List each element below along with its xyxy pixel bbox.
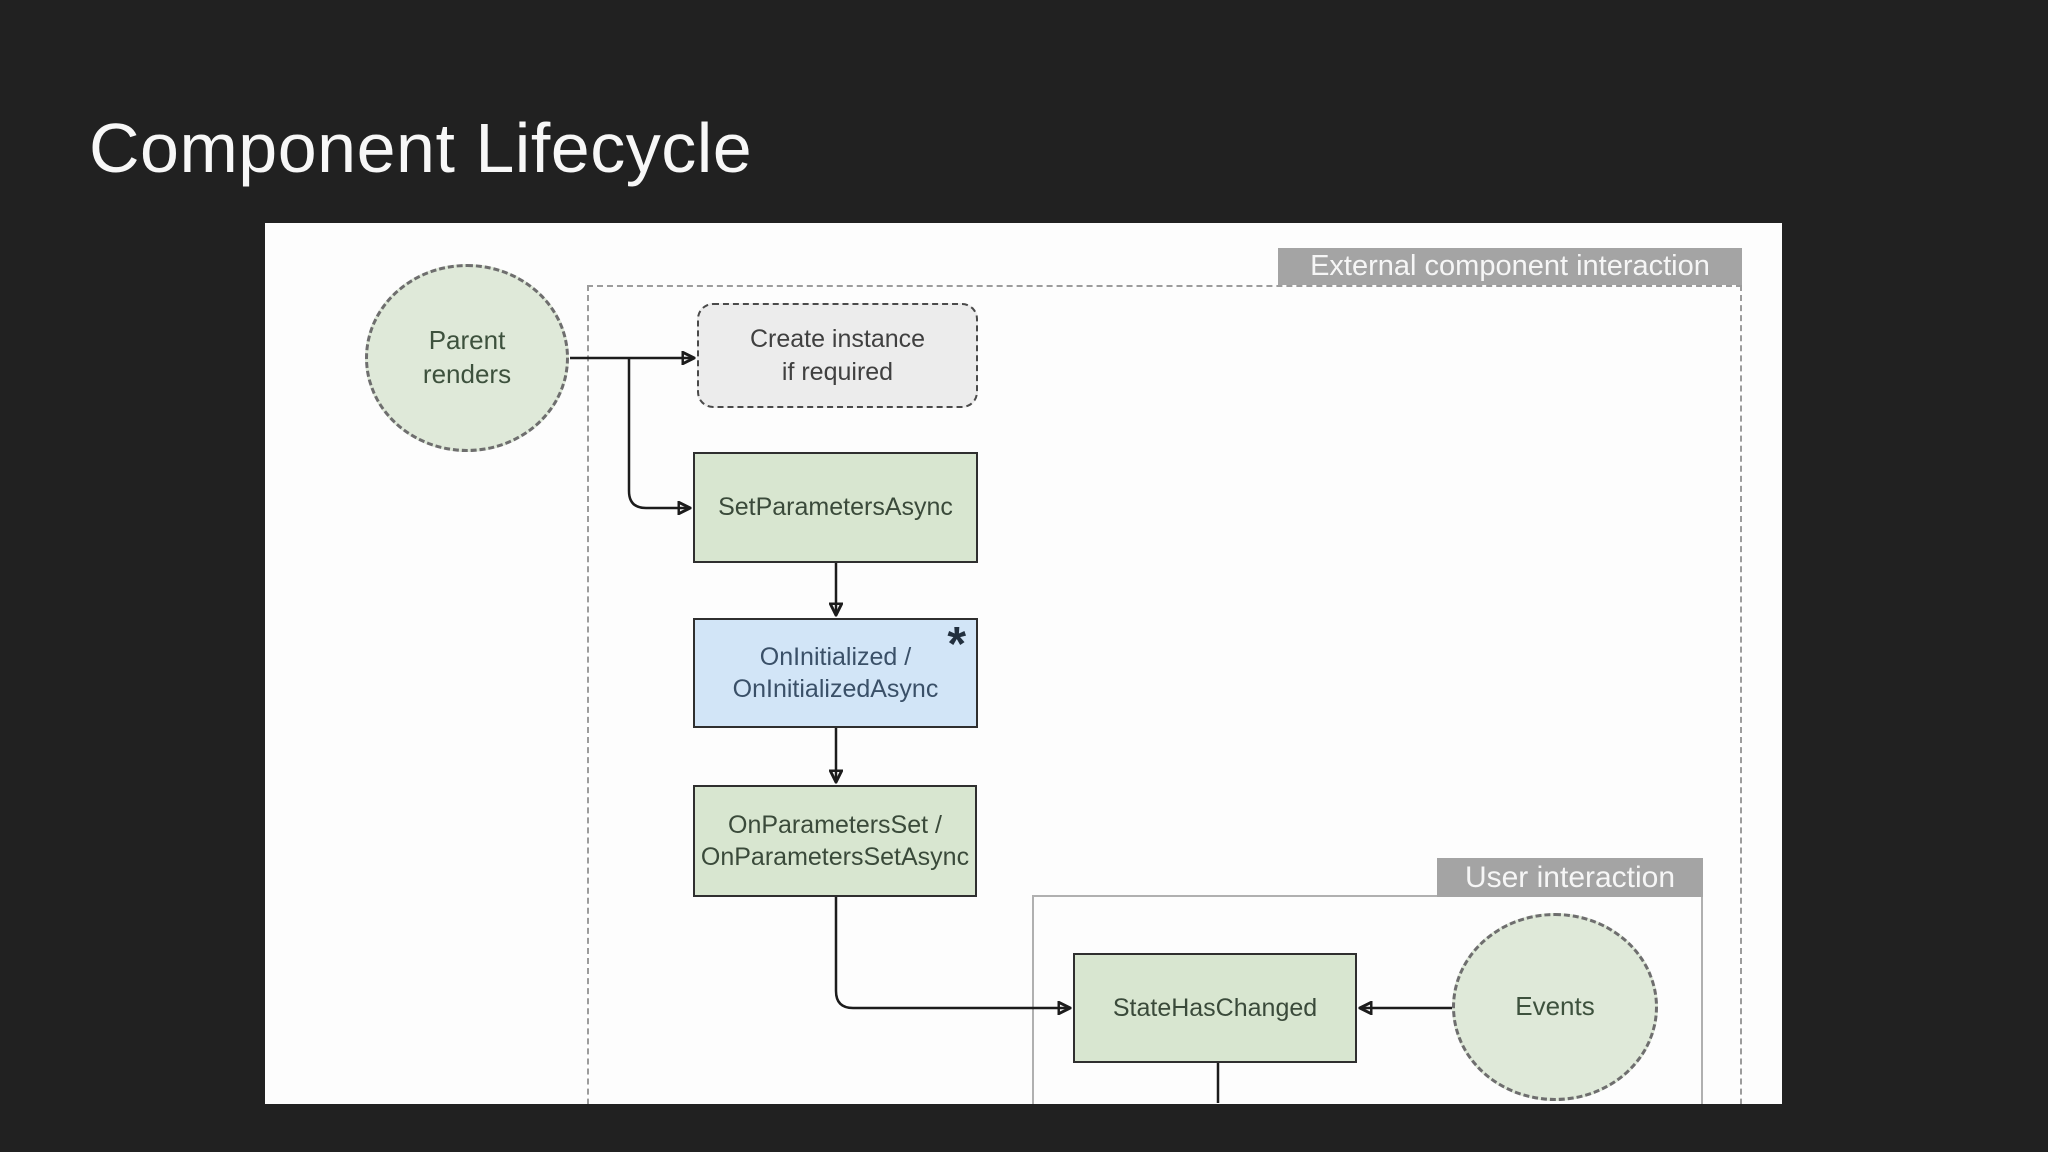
node-label-line: OnInitializedAsync [732,675,939,703]
diagram-canvas: External component interaction User inte… [265,223,1782,1104]
user-interaction-label: User interaction [1437,858,1703,897]
node-label-line: OnParametersSet / [728,810,942,839]
node-create-instance: Create instance if required [697,303,978,408]
node-label-line: SetParametersAsync [718,493,953,522]
node-on-parameters-set: OnParametersSet / OnParametersSetAsync [693,785,977,897]
node-set-parameters-async: SetParametersAsync [693,452,978,563]
node-label-line: Events [1515,991,1595,1022]
node-on-initialized: * OnInitialized / OnInitializedAsync [693,618,978,728]
node-state-has-changed: StateHasChanged [1073,953,1357,1063]
node-label-line: OnInitialized / [759,642,912,671]
node-label-line: Parent [428,325,506,356]
node-parent-renders: Parent renders [365,264,569,452]
external-interaction-group [587,285,1742,1104]
node-label-line: Create instance [749,325,926,353]
node-label-line: StateHasChanged [1112,993,1318,1022]
node-label-line: renders [422,359,512,389]
node-label-line: if required [781,357,894,386]
external-interaction-label: External component interaction [1278,248,1742,285]
slide-title: Component Lifecycle [89,109,753,187]
required-badge: * [947,618,966,671]
node-label-line: OnParametersSetAsync [700,843,970,871]
node-events: Events [1452,913,1658,1101]
